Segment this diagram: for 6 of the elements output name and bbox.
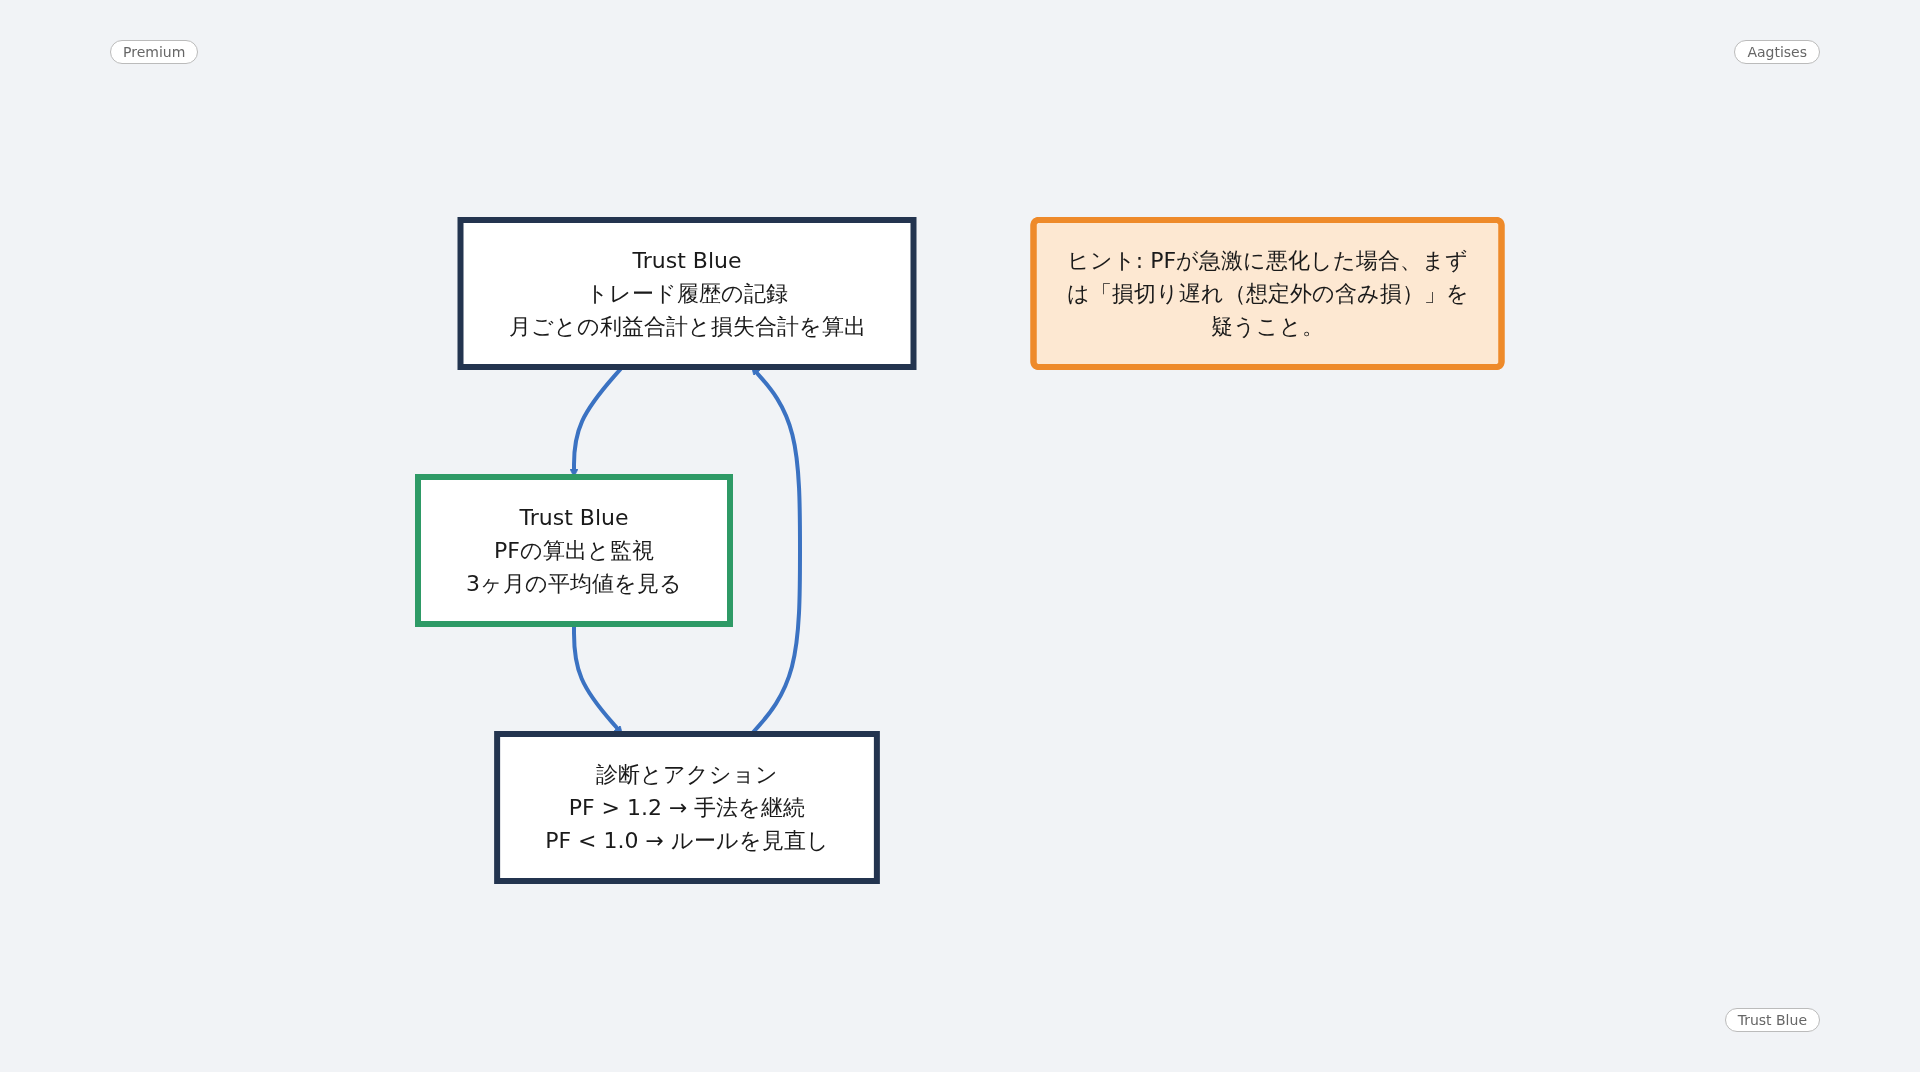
node-box: Trust Blue PFの算出と監視 3ヶ月の平均値を見る <box>415 473 734 627</box>
node-box: 診断とアクション PF > 1.2 → 手法を継続 PF < 1.0 → ルールを見直し <box>494 730 881 884</box>
tag-label: Aagtises <box>1734 40 1820 64</box>
tag-label: Trust Blue <box>1724 1008 1820 1032</box>
node-box: Trust Blue トレード履歴の記録 月ごとの利益合計と損失合計を算出 <box>457 216 917 370</box>
tag-label: Premium <box>110 40 199 64</box>
